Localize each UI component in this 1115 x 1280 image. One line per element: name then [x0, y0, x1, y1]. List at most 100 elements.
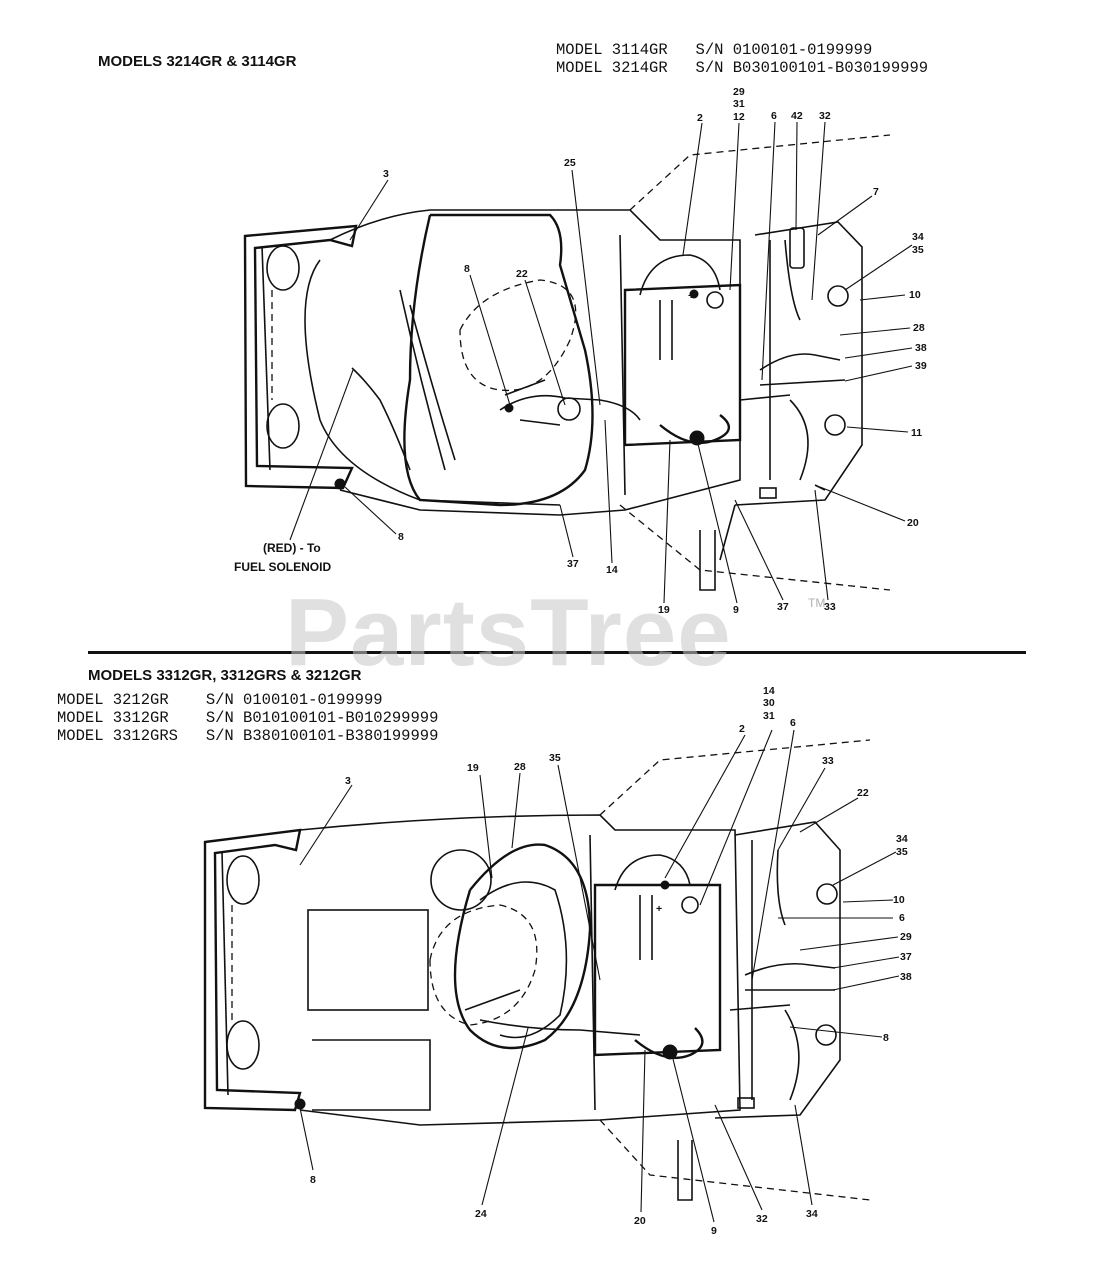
top-callout-12: 12 [733, 111, 745, 123]
top-light-switch [789, 227, 805, 269]
bottom-seat-plate-lower [312, 1039, 431, 1111]
top-leader-7 [817, 195, 873, 236]
top-callout-8a: 8 [464, 263, 470, 275]
bottom-leader-10 [842, 899, 894, 903]
bottom-battery-terminal [660, 880, 670, 890]
bottom-ammeter [815, 1024, 837, 1046]
top-callout-7: 7 [873, 186, 879, 198]
top-callout-29: 31 [733, 98, 745, 110]
bottom-callout-35: 35 [549, 752, 561, 764]
top-chassis-dash-2 [619, 504, 891, 591]
bottom-callout-19: 20 [634, 1215, 646, 1227]
top-leader-31 [811, 121, 826, 301]
top-callout-2: 2 [697, 112, 703, 124]
bottom-chassis-dash-2 [599, 1119, 871, 1201]
bottom-section-title: MODELS 3312GR, 3312GRS & 3212GR [88, 667, 362, 684]
bottom-harness-loop [430, 849, 492, 911]
bottom-chassis-dash-1 [599, 739, 871, 816]
top-callout-34: 35 [912, 244, 924, 256]
top-callout-39: 37 [777, 601, 789, 613]
top-leader-25 [839, 327, 911, 336]
top-ignition-switch [827, 285, 849, 307]
top-headlight-lower [266, 403, 300, 449]
top-harness-main [403, 213, 594, 507]
bottom-model-line-3: MODEL 3312GRS S/N B380100101-B380199999 [57, 727, 439, 745]
bottom-callout-6b: 6 [899, 912, 905, 924]
bottom-callout-30: 32 [756, 1213, 768, 1225]
top-leader-22 [524, 279, 566, 406]
bottom-hood-outline [299, 814, 741, 1126]
top-callout-24: 25 [564, 157, 576, 169]
top-engine-connector [557, 397, 581, 421]
bottom-leader-6a [751, 729, 795, 981]
top-hood-outline [329, 209, 741, 516]
top-leader-20 [819, 486, 906, 522]
top-callout-37: 38 [915, 342, 927, 354]
bottom-callout-37: 37 [900, 951, 912, 963]
bottom-callout-29: 31 [763, 710, 775, 722]
top-note-line-2: FUEL SOLENOID [234, 560, 331, 574]
bottom-connector-front [294, 1098, 306, 1110]
top-chassis-dash-1 [629, 134, 891, 211]
top-callout-25: 28 [913, 322, 925, 334]
bottom-callout-9: 9 [711, 1225, 717, 1237]
top-engine-outline [459, 279, 577, 392]
top-section-title: MODELS 3214GR & 3114GR [98, 53, 297, 70]
top-hood-inner [304, 259, 561, 506]
bottom-callout-8b: 8 [310, 1174, 316, 1186]
top-connector-front [334, 478, 346, 490]
bottom-panel-inner [221, 851, 229, 1096]
bottom-frame-rail [589, 834, 596, 1111]
bottom-battery-post [681, 896, 699, 914]
bottom-engine-outline [429, 904, 538, 1026]
bottom-battery [593, 883, 722, 1057]
top-headlight-upper [266, 245, 300, 291]
top-model-line-2: MODEL 3214GR S/N B030100101-B030199999 [556, 59, 929, 77]
bottom-callout-38: 38 [900, 971, 912, 983]
bottom-callout-24: 28 [514, 761, 526, 773]
bottom-callout-25: 29 [900, 931, 912, 943]
bottom-leader-30 [714, 1104, 763, 1211]
bottom-callout-34: 35 [896, 846, 908, 858]
bottom-callout-33: 34 [896, 833, 908, 845]
bottom-leader-29 [699, 729, 773, 906]
bottom-battery-cells [639, 895, 653, 960]
top-callout-28: 29 [733, 86, 745, 98]
bottom-leader-32 [794, 1104, 813, 1206]
svg-text:+: + [688, 290, 694, 302]
top-leader-9 [696, 439, 738, 604]
top-callout-3: 3 [383, 168, 389, 180]
bottom-callout-12: 14 [763, 685, 775, 697]
bottom-leader-33 [832, 851, 897, 886]
top-battery-terminal [689, 289, 699, 299]
top-front-panel [243, 224, 358, 490]
top-solenoid [689, 430, 705, 446]
watermark-tm: TM [808, 596, 826, 610]
bottom-callout-31: 33 [822, 755, 834, 767]
bottom-callout-28: 30 [763, 697, 775, 709]
bottom-callout-3: 3 [345, 775, 351, 787]
bottom-callout-20: 22 [857, 787, 869, 799]
top-callout-19: 19 [658, 604, 670, 616]
top-dash-wires [739, 353, 846, 401]
bottom-dash-wire-lower [784, 1009, 800, 1101]
bottom-fuse [737, 1097, 755, 1109]
top-callout-11: 11 [911, 427, 922, 439]
bottom-callout-22: 24 [475, 1208, 487, 1220]
top-dash-panel [734, 221, 863, 506]
top-callout-33: 34 [912, 231, 924, 243]
bottom-leader-8a [789, 1026, 883, 1038]
top-starter-cable [659, 414, 730, 445]
bottom-harness-main [453, 843, 592, 1050]
top-leader-solenoid [289, 369, 354, 541]
bottom-solenoid [662, 1044, 678, 1060]
top-connector-engine [504, 403, 514, 413]
top-callout-35: 37 [567, 558, 579, 570]
bottom-leader-19 [640, 1049, 646, 1213]
top-pedal [699, 530, 716, 591]
bottom-harness-inner [479, 881, 568, 1039]
bottom-ignition-switch [816, 883, 838, 905]
top-leader-8a [469, 274, 511, 406]
bottom-model-line-1: MODEL 3212GR S/N 0100101-0199999 [57, 691, 383, 709]
bottom-pedal [677, 1140, 693, 1201]
